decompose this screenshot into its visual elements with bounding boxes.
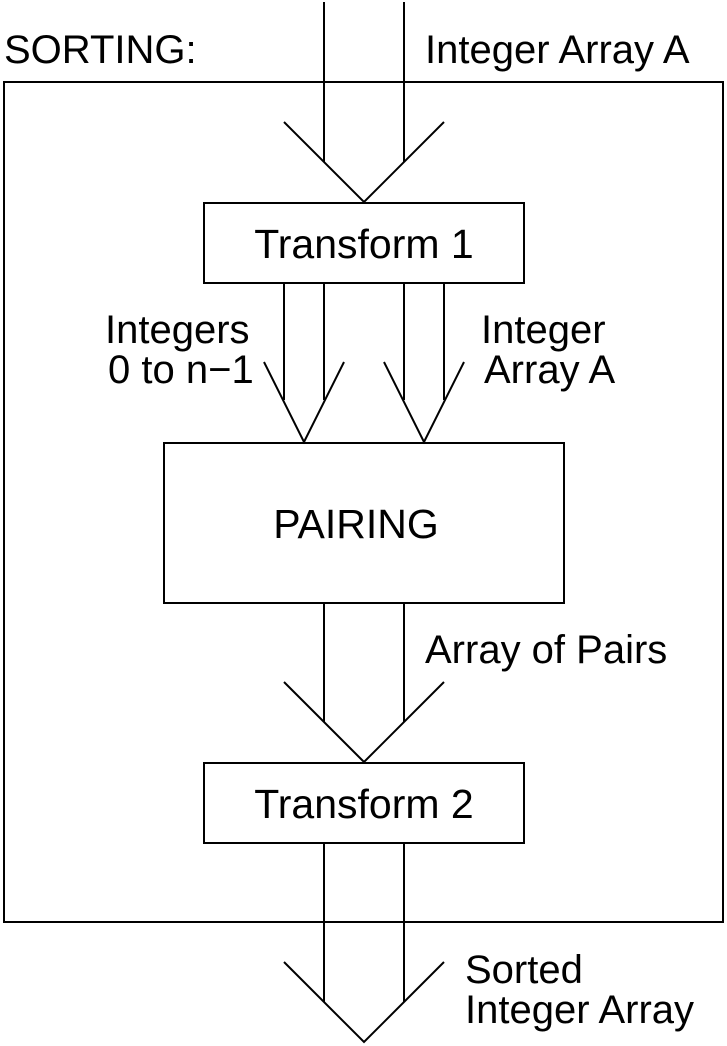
pairs-arrow <box>283 603 445 764</box>
output-label-line-1: Sorted <box>465 948 583 992</box>
transform-2-box <box>203 762 525 844</box>
array-of-pairs-label: Array of Pairs <box>425 628 667 672</box>
pairing-box <box>163 442 565 604</box>
transform-2-label: Transform 2 <box>254 781 473 827</box>
input-label: Integer Array A <box>425 28 690 72</box>
output-arrow <box>283 843 445 1044</box>
integer-array-label-line-2: Array A <box>484 348 615 392</box>
pairing-label: PAIRING <box>273 501 439 547</box>
transform-1-label: Transform 1 <box>254 221 473 267</box>
input-arrow <box>283 2 445 204</box>
integers-label-line-1: Integers <box>105 308 250 352</box>
sorting-title: SORTING: <box>4 28 197 72</box>
integers-arrow <box>263 283 345 445</box>
integers-label-line-2: 0 to n−1 <box>108 348 254 392</box>
integer-array-arrow <box>383 283 465 445</box>
integer-array-label-line-1: Integer <box>481 308 606 352</box>
sorting-frame <box>3 81 724 923</box>
transform-1-box <box>203 202 525 284</box>
output-label-line-2: Integer Array <box>465 988 694 1032</box>
